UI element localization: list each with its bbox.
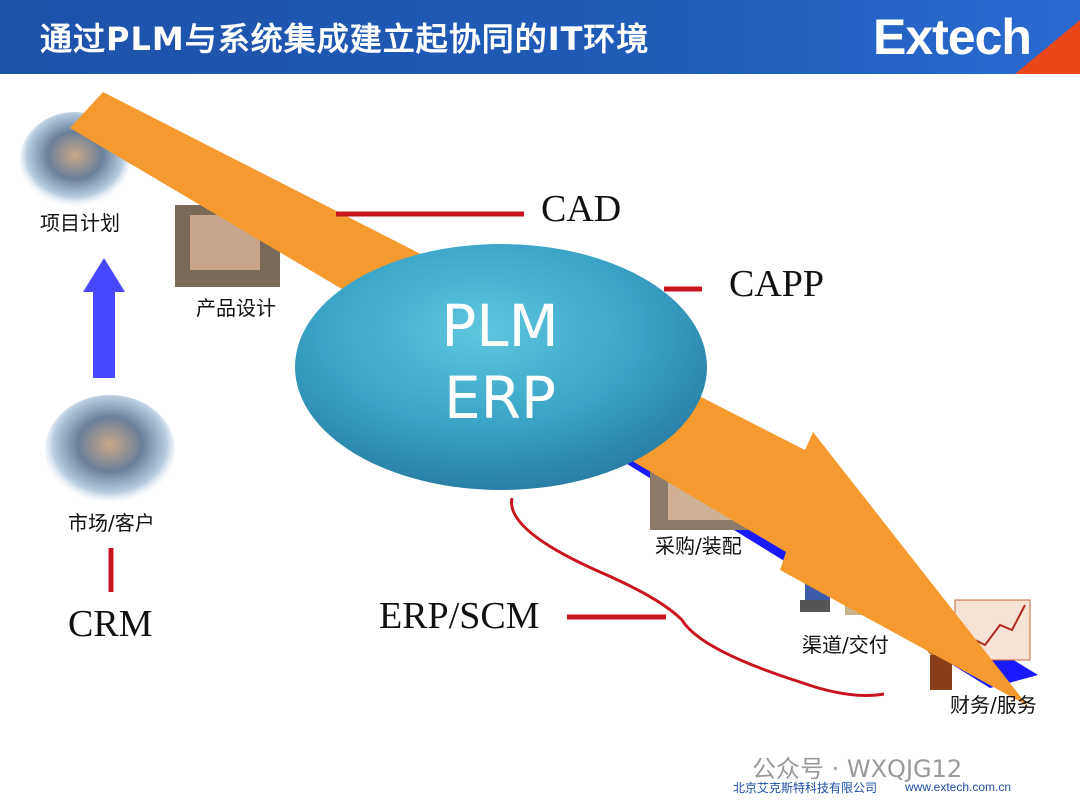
- label-purchase-assembly: 采购/装配: [655, 534, 742, 558]
- label-erp-scm: ERP/SCM: [379, 595, 540, 637]
- label-product-design: 产品设计: [196, 296, 276, 320]
- watermark: 公众号 · WXQJG12: [752, 755, 963, 783]
- label-crm: CRM: [68, 603, 153, 645]
- hub-label-plm: PLM: [441, 292, 559, 360]
- label-cad: CAD: [541, 188, 622, 230]
- logo-text: Extech: [873, 9, 1032, 65]
- label-project-plan: 项目计划: [40, 211, 120, 235]
- label-market-customer: 市场/客户: [68, 511, 155, 535]
- extech-logo: Extech: [865, 0, 1080, 74]
- plm-erp-hub: [295, 244, 707, 490]
- footer-company: 北京艾克斯特科技有限公司: [733, 781, 878, 795]
- header-bar: 通过PLM与系统集成建立起协同的IT环境 Extech: [0, 0, 1080, 74]
- up-arrow: [83, 258, 125, 378]
- hub-label: PLM ERP: [300, 290, 700, 434]
- label-channel-delivery: 渠道/交付: [802, 633, 889, 657]
- label-capp: CAPP: [729, 263, 825, 305]
- hub-label-erp: ERP: [444, 364, 556, 432]
- footer-website: www.extech.com.cn: [905, 780, 1012, 794]
- curly-brace: [510, 497, 885, 697]
- slide-title: 通过PLM与系统集成建立起协同的IT环境: [40, 20, 650, 58]
- photo-market-customer: [45, 395, 175, 505]
- label-finance-service: 财务/服务: [950, 693, 1037, 717]
